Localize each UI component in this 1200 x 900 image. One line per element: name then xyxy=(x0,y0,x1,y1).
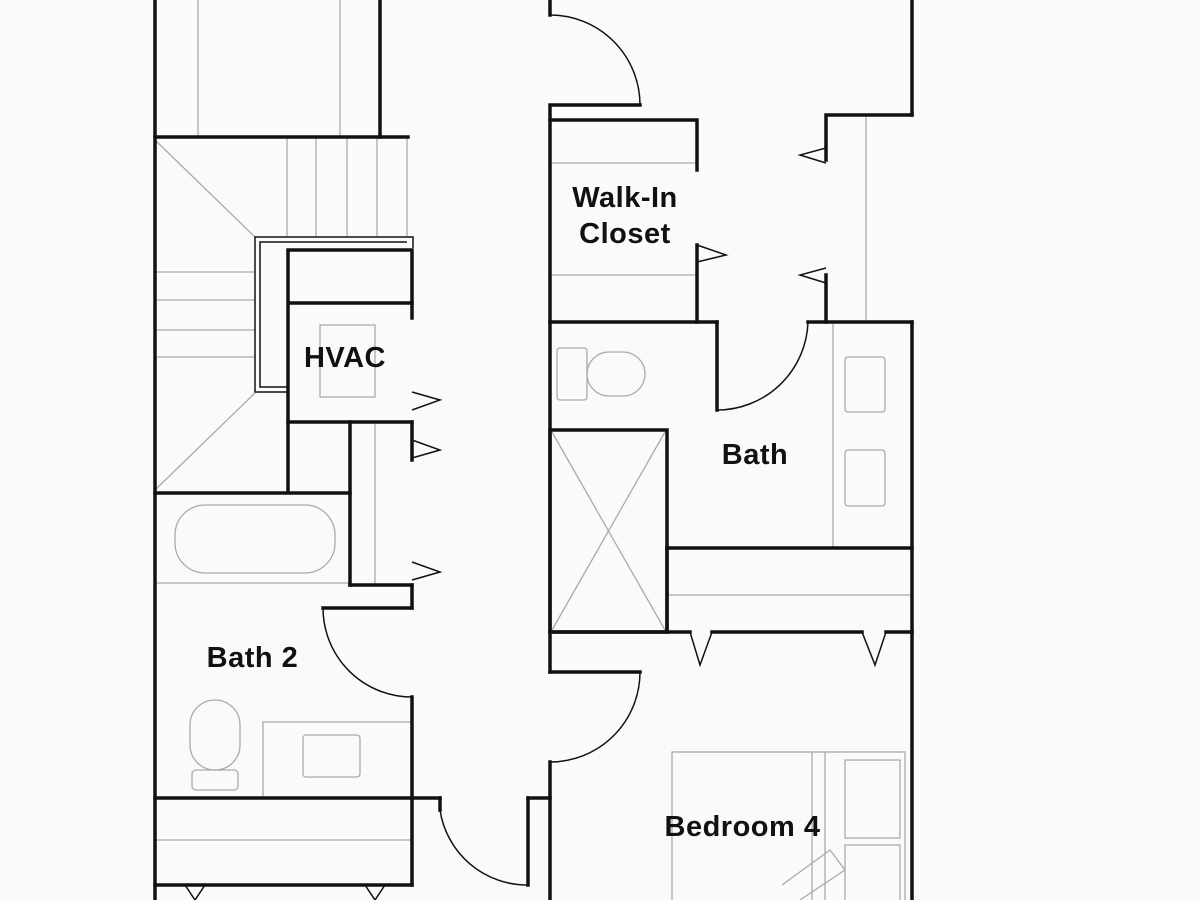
toilet-bath xyxy=(556,347,646,401)
bathtub xyxy=(174,504,336,574)
room-label-hvac: HVAC xyxy=(303,342,387,374)
walk-in-closet-line-1: Walk-In xyxy=(572,182,678,214)
walk-in-closet-line-2: Closet xyxy=(579,218,671,250)
room-label-walk-in-closet: Walk-In Closet xyxy=(555,180,695,252)
sink-bath-2 xyxy=(844,449,886,507)
room-label-bath: Bath xyxy=(721,439,789,471)
shower xyxy=(551,431,666,631)
sink-bath-2 xyxy=(302,734,361,778)
vanity-bath-2 xyxy=(262,721,413,799)
doors xyxy=(184,14,887,900)
stairs xyxy=(154,0,414,491)
walls xyxy=(153,0,914,900)
sink-bath-1 xyxy=(844,356,886,413)
room-label-bath-2: Bath 2 xyxy=(206,642,299,674)
room-label-bedroom-4: Bedroom 4 xyxy=(664,811,821,843)
bed xyxy=(671,751,906,900)
toilet-bath-2 xyxy=(189,699,241,791)
hvac-unit xyxy=(319,324,376,398)
